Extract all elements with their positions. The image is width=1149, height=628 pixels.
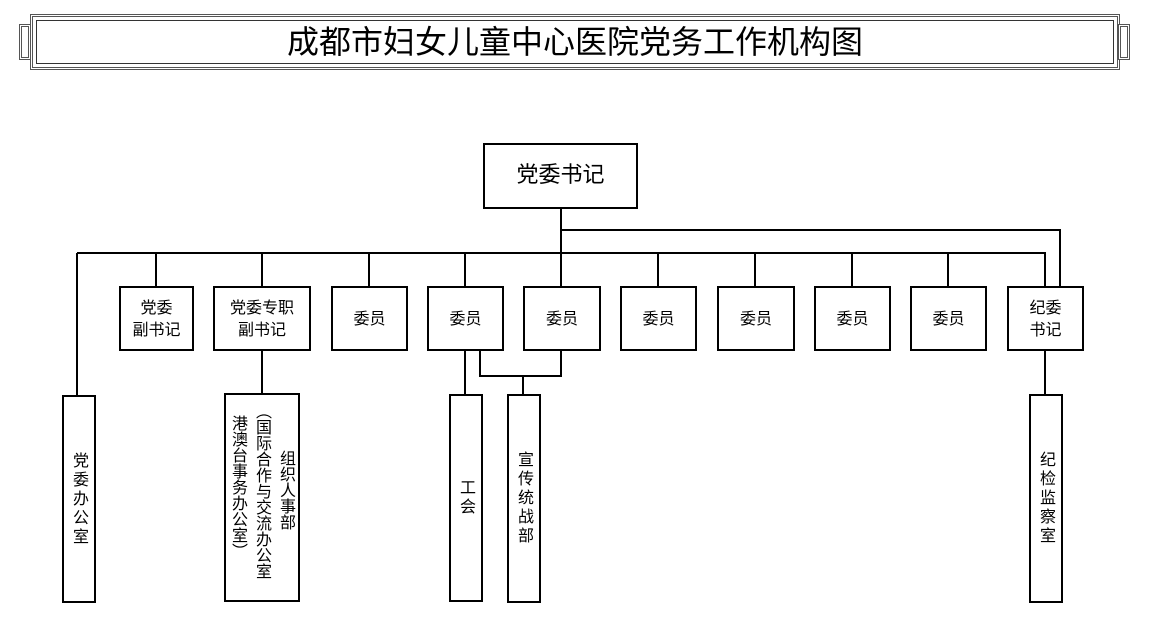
page-title: 成都市妇女儿童中心医院党务工作机构图	[286, 23, 863, 61]
org-line3: 港澳台事务办公室）	[229, 415, 248, 559]
fulltime-deputy-secretary-box: 党委专职 副书记	[213, 286, 311, 351]
frame-left-cap	[19, 24, 31, 60]
member-box: 委员	[910, 286, 987, 351]
discipline-secretary-box: 纪委 书记	[1007, 286, 1084, 351]
union-box: 工会	[449, 394, 483, 602]
member-box: 委员	[427, 286, 504, 351]
discipline-office-box: 纪检监察室	[1029, 394, 1063, 603]
org-line1: 组织人事部	[277, 450, 296, 530]
party-secretary-box: 党委书记	[483, 143, 638, 209]
frame-right-cap	[1118, 24, 1130, 60]
party-office-box: 党委办公室	[62, 395, 96, 603]
member-box: 委员	[331, 286, 408, 351]
member-box: 委员	[814, 286, 891, 351]
org-line2: （国际合作与交流办公室	[253, 403, 272, 579]
member-box: 委员	[620, 286, 697, 351]
organization-dept-box: 组织人事部 （国际合作与交流办公室 港澳台事务办公室）	[224, 393, 300, 602]
propaganda-dept-box: 宣传统战部	[507, 394, 541, 603]
member-box: 委员	[523, 286, 601, 351]
member-box: 委员	[717, 286, 795, 351]
deputy-secretary-box: 党委 副书记	[119, 286, 194, 351]
